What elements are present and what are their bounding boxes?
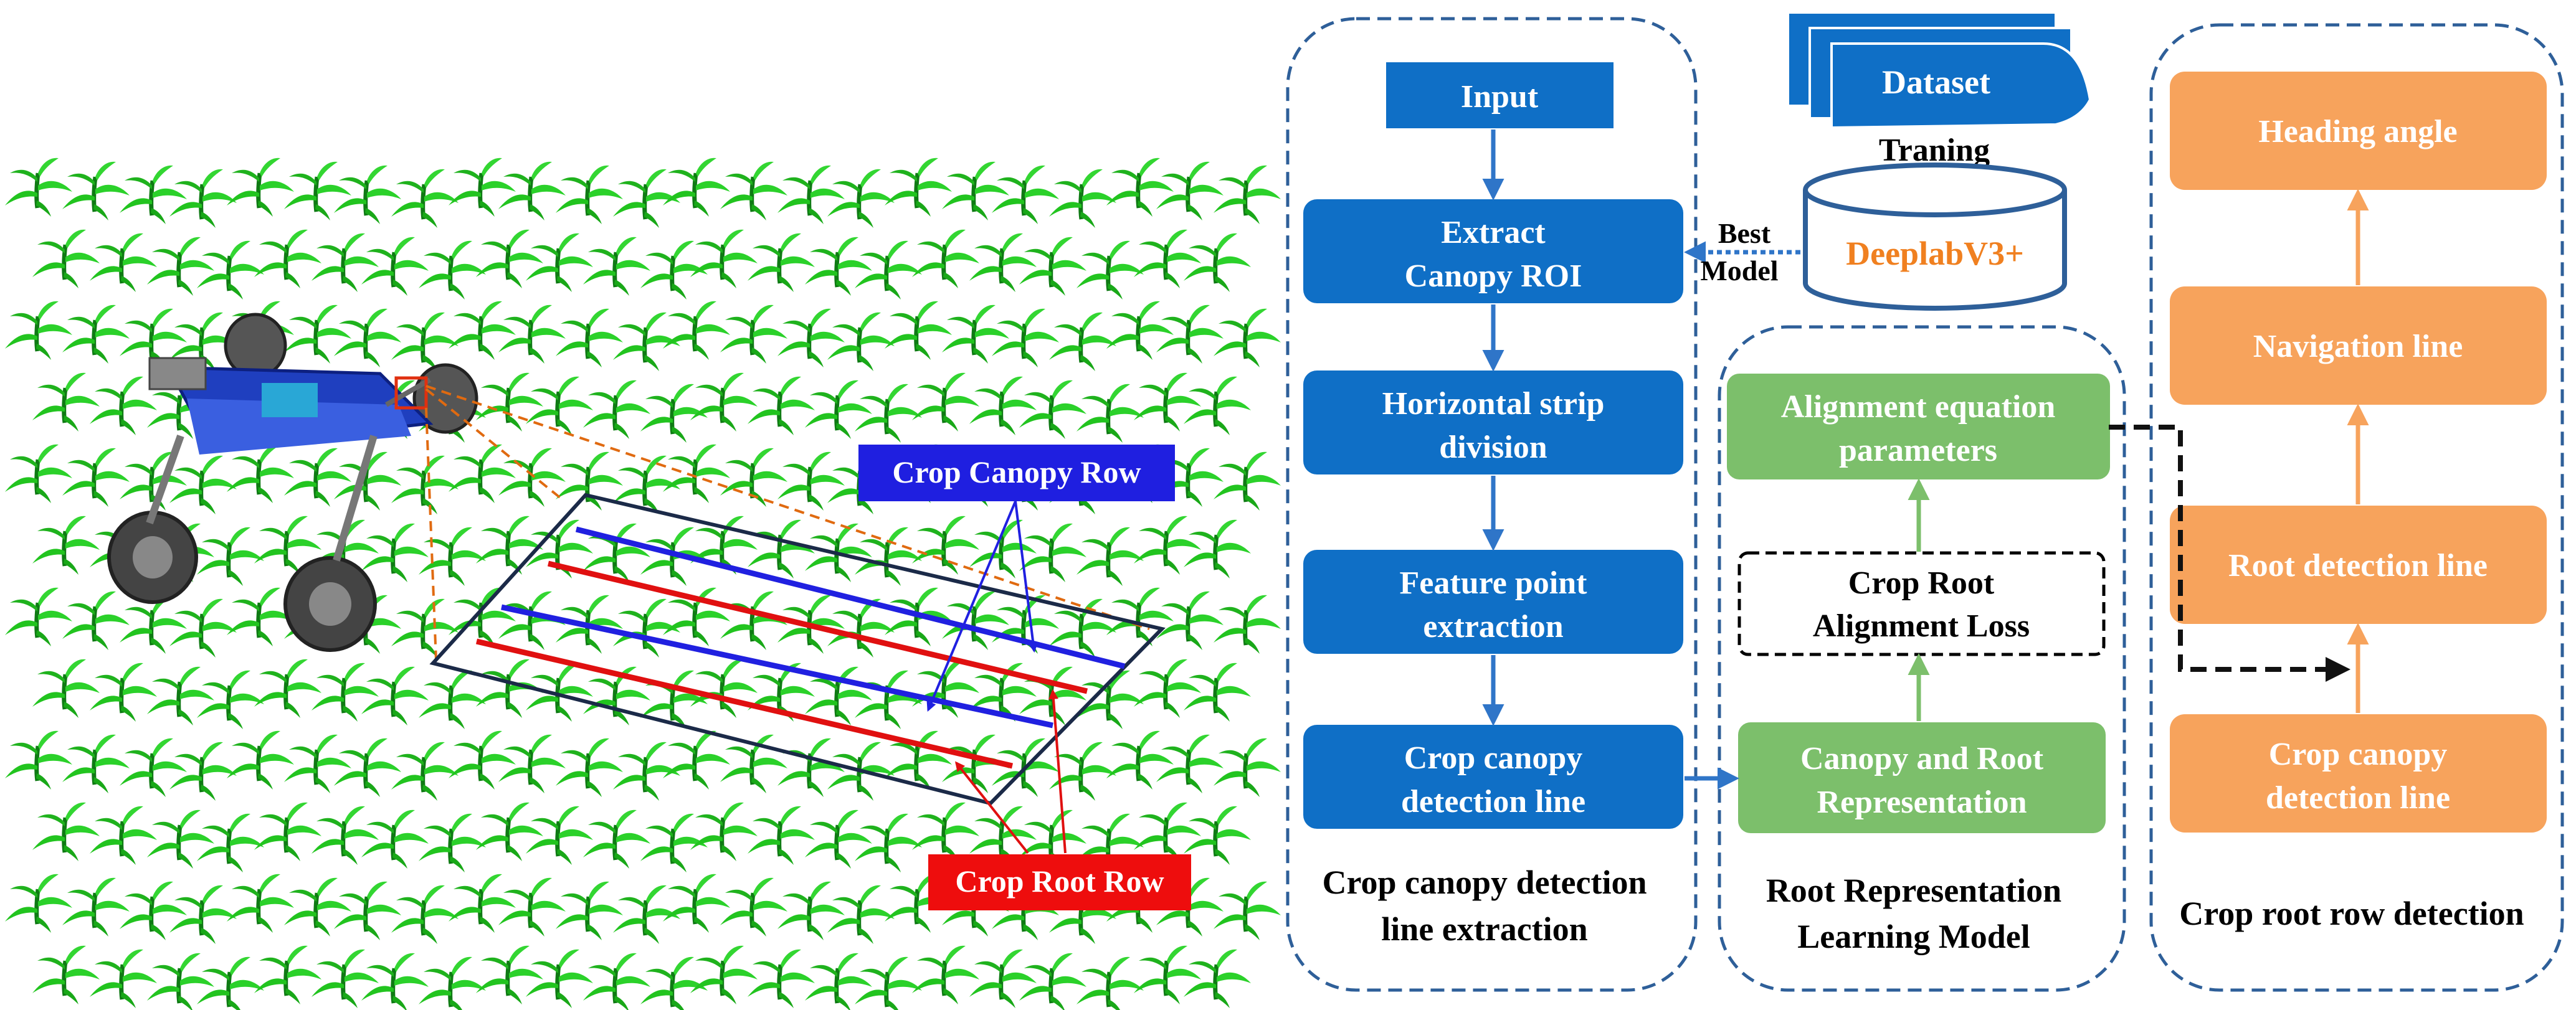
svg-text:Extract: Extract: [1441, 215, 1546, 250]
extraction-caption: line extraction: [1381, 910, 1587, 948]
navigation-line-box: Navigation line: [2170, 286, 2547, 405]
svg-text:Heading angle: Heading angle: [2258, 114, 2457, 149]
svg-text:Crop Root: Crop Root: [1848, 565, 1995, 601]
svg-text:Alignment Loss: Alignment Loss: [1813, 608, 2030, 644]
root-detection-line-box: Root detection line: [2170, 506, 2547, 624]
deeplab-label: DeeplabV3+: [1846, 235, 2024, 272]
extraction-caption: Crop canopy detection: [1323, 864, 1647, 901]
extract-roi-box: Extract Canopy ROI: [1303, 199, 1683, 303]
root-row-line: [547, 560, 1088, 694]
svg-text:Representation: Representation: [1817, 785, 2027, 820]
training-label: Traning: [1879, 133, 1990, 168]
root-row-label-text: Crop Root Row: [955, 864, 1164, 899]
heading-angle-box: Heading angle: [2170, 72, 2547, 190]
camera-view-lines: [425, 385, 1150, 661]
strip-division-box: Horizontal strip division: [1303, 370, 1683, 474]
root-detection-panel: Heading angle Navigation line Root detec…: [2149, 23, 2564, 992]
dataset-stack: Dataset: [1787, 11, 2092, 130]
root-callout-arrows: [955, 689, 1067, 854]
root-canopy-detection-box: Crop canopy detection line: [2170, 714, 2547, 833]
field-scene: Crop Canopy Row Crop Root Row: [5, 156, 1281, 1010]
deeplab-cylinder: DeeplabV3+: [1803, 163, 2067, 311]
svg-text:Horizontal strip: Horizontal strip: [1382, 386, 1605, 422]
svg-text:Root detection line: Root detection line: [2228, 548, 2488, 583]
svg-text:Alignment equation: Alignment equation: [1781, 389, 2056, 425]
robot-vehicle: [107, 313, 478, 652]
model-label: Model: [1700, 255, 1778, 286]
canopy-detection-box: Crop canopy detection line: [1303, 725, 1683, 829]
root-detection-caption: Crop root row detection: [2179, 895, 2524, 932]
root-row-label: Crop Root Row: [928, 854, 1191, 910]
svg-text:division: division: [1439, 430, 1547, 465]
extraction-panel: Input Extract Canopy ROI Horizontal stri…: [1286, 17, 1698, 992]
svg-text:Input: Input: [1461, 79, 1539, 115]
dataset-label: Dataset: [1882, 64, 1990, 101]
alignment-params-box: Alignment equation parameters: [1727, 374, 2110, 479]
representation-panel: Alignment equation parameters Crop Root …: [1718, 325, 2126, 992]
svg-text:detection line: detection line: [1401, 784, 1585, 819]
best-label: Best: [1718, 217, 1771, 249]
canopy-row-line: [501, 604, 1053, 729]
canopy-root-rep-box: Canopy and Root Representation: [1738, 722, 2106, 833]
params-to-root-line-arrow: [2109, 425, 2350, 682]
feature-point-box: Feature point extraction: [1303, 550, 1683, 654]
svg-text:Canopy and Root: Canopy and Root: [1800, 741, 2044, 776]
canopy-row-label-text: Crop Canopy Row: [892, 455, 1141, 489]
svg-text:Crop canopy: Crop canopy: [1404, 740, 1583, 776]
alignment-loss-box: Crop Root Alignment Loss: [1737, 551, 2106, 656]
svg-text:extraction: extraction: [1423, 609, 1563, 644]
svg-text:parameters: parameters: [1839, 433, 1997, 468]
svg-text:Feature point: Feature point: [1400, 565, 1588, 601]
input-box: Input: [1386, 62, 1614, 128]
canopy-row-label: Crop Canopy Row: [858, 445, 1175, 501]
svg-text:detection line: detection line: [2266, 780, 2450, 816]
svg-text:Canopy ROI: Canopy ROI: [1405, 258, 1582, 294]
representation-caption: Root Representation: [1766, 872, 2061, 909]
representation-caption: Learning Model: [1797, 918, 2030, 955]
root-row-line: [475, 638, 1014, 769]
svg-text:Crop canopy: Crop canopy: [2269, 737, 2448, 772]
svg-text:Navigation line: Navigation line: [2253, 329, 2463, 364]
canopy-callout-arrows: [926, 501, 1038, 712]
